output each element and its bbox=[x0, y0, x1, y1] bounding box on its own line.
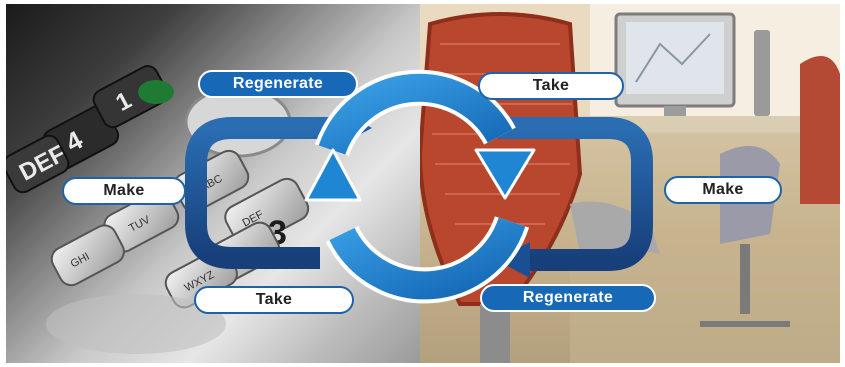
inner-cycle-ring bbox=[314, 69, 530, 304]
outer-loop-right bbox=[498, 117, 653, 271]
keypad-key-ghi: GHI bbox=[50, 224, 125, 287]
outer-loop-right-arrowhead bbox=[496, 242, 530, 278]
background-red-chair bbox=[800, 56, 840, 204]
green-call-key bbox=[138, 80, 174, 104]
label-regenerate-bottom: Regenerate bbox=[480, 284, 656, 312]
lower-keys-blur bbox=[46, 294, 226, 354]
label-make-left: Make bbox=[62, 177, 186, 205]
inner-cycle-arrowhead-left bbox=[304, 148, 362, 202]
label-regenerate-top: Regenerate bbox=[198, 70, 358, 98]
outer-loop-left bbox=[185, 117, 345, 269]
label-take-bottom: Take bbox=[194, 286, 354, 314]
inner-cycle-arrowhead-right bbox=[474, 148, 536, 200]
label-take-top: Take bbox=[478, 72, 624, 100]
label-make-right: Make bbox=[664, 176, 782, 204]
computer-monitor bbox=[614, 12, 736, 116]
computer-tower bbox=[754, 30, 770, 116]
